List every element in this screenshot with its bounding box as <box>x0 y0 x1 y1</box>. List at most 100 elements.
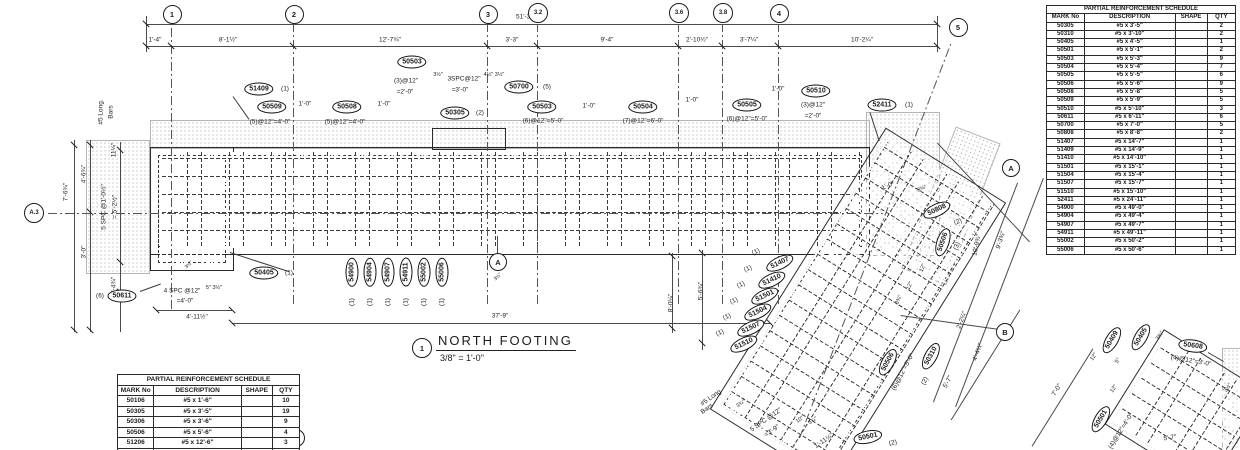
schedule-cell <box>240 405 273 417</box>
schedule-row: 50503#5 x 5'-3"9 <box>1046 54 1237 65</box>
spacing-note: (7)@12"=6'-0" <box>622 117 664 125</box>
grid-bubble: 1 <box>412 338 432 358</box>
schedule-cell: 50506 <box>116 426 155 438</box>
schedule-cell <box>1174 96 1208 106</box>
schedule-row: 51407#5 x 14'-7"1 <box>1046 137 1237 148</box>
dim-label: 10" <box>794 415 806 425</box>
qty-ref: (2) <box>920 375 930 387</box>
qty-ref: (1) <box>438 298 446 306</box>
dim-label: 10'-9¾" <box>971 233 983 257</box>
grid-bubble: 3.6 <box>669 3 689 23</box>
grid-bubble: 1 <box>162 4 182 24</box>
qty-ref: (5) <box>543 83 551 91</box>
schedule-cell: 1 <box>1206 187 1237 197</box>
schedule-cell <box>1174 154 1208 164</box>
schedule-cell: 51407 <box>1046 137 1085 148</box>
tick-mark <box>533 42 541 50</box>
schedule-row: 50700#5 x 7'-0"5 <box>1046 121 1237 131</box>
schedule-cell: 51409 <box>1046 146 1085 156</box>
schedule-cell: 50611 <box>1046 112 1085 123</box>
rebar-mark-callout: 50503 <box>397 55 427 69</box>
qty-ref: (2) <box>888 438 898 448</box>
schedule-cell: 1 <box>1206 245 1237 255</box>
dim-label: 5'-6¾" <box>697 281 705 301</box>
schedule-cell <box>240 395 273 407</box>
rebar-grid <box>160 152 860 248</box>
dim-label: 4½" 3½" <box>483 72 505 78</box>
grid-line-1 <box>171 24 172 309</box>
schedule-cell <box>1174 179 1208 189</box>
qty-ref: (1) <box>366 298 374 306</box>
schedule-cell: 52411 <box>1046 195 1085 206</box>
schedule-cell: #5 x 12'-6" <box>153 437 242 449</box>
dim-label: 3½" <box>183 259 195 271</box>
tick-mark <box>668 252 676 260</box>
grid-line-3 <box>487 24 488 304</box>
dim-label: 4'-6¾" <box>80 164 88 184</box>
schedule-cell: 51507 <box>1046 179 1085 189</box>
dim-ext <box>146 16 147 52</box>
schedule-cell: 1 <box>1206 38 1237 48</box>
tick-mark <box>116 258 124 266</box>
dim-label: 12" <box>918 263 928 273</box>
note-label: Bars <box>107 105 115 119</box>
dim-line-right <box>702 250 703 350</box>
dim-label: 5" 3½" <box>205 285 223 291</box>
dim-label: 3¾" <box>1154 330 1166 342</box>
schedule-cell: 50305 <box>1046 21 1085 31</box>
schedule-cell <box>1174 29 1208 40</box>
dim-label: 4'-11½" <box>186 313 208 321</box>
dim-label: 51'-3½" <box>516 13 538 21</box>
dim-line-right <box>672 253 673 333</box>
schedule-cell: 5 <box>1206 121 1237 131</box>
schedule-header: DESCRIPTION <box>1083 13 1176 23</box>
spacing-note: =2'-0" <box>804 112 822 120</box>
schedule-cell <box>1174 87 1208 98</box>
spacing-note: (5)@12"=4'-0" <box>249 118 291 126</box>
qty-ref: (1) <box>420 298 428 306</box>
spacing-note: (5)@12"=4'-0" <box>324 118 366 126</box>
dim-label: 3¾" <box>735 398 747 410</box>
schedule-cell: 7 <box>1206 63 1237 73</box>
schedule-cell: #5 x 49'-4" <box>1083 212 1176 222</box>
schedule-cell <box>240 426 273 438</box>
schedule-cell: 51206 <box>116 437 155 449</box>
schedule-row: 51501#5 x 15'-1"1 <box>1046 162 1237 172</box>
qty-ref: (1) <box>402 298 410 306</box>
tick-mark <box>933 20 941 28</box>
schedule-header: SHAPE <box>1174 13 1208 23</box>
spacing-note: =3'-0" <box>451 86 469 94</box>
schedule-cell: #5 x 15'-7" <box>1083 179 1176 189</box>
schedule-cell: #5 x 15'-4" <box>1083 170 1176 181</box>
schedule-cell <box>1174 146 1208 156</box>
tick-mark <box>718 42 726 50</box>
dim-line-bottom <box>232 323 770 324</box>
schedule-cell: #5 x 49'-11" <box>1083 228 1176 239</box>
title-underline <box>436 350 576 352</box>
schedule-cell <box>1174 21 1208 31</box>
qty-ref: (1) <box>714 328 726 338</box>
schedule-cell: #5 x 24'-11" <box>1083 195 1176 206</box>
drawing-title: NORTH FOOTING <box>438 333 573 348</box>
schedule-cell: 50505 <box>1046 71 1085 81</box>
schedule-cell: 2 <box>1206 46 1237 56</box>
rebar-mark-callout: 50700 <box>504 80 534 94</box>
schedule-row: 50509#5 x 5'-9"5 <box>1046 96 1237 106</box>
drawing-scale: 3/8" = 1'-0" <box>440 353 484 363</box>
schedule-cell: 50700 <box>1046 121 1085 131</box>
schedule-row: 50405#5 x 4'-5"1 <box>1046 38 1237 48</box>
schedule-row: 50306#5 x 3'-6"9 <box>116 416 301 428</box>
dim-line-left <box>120 142 121 332</box>
schedule-row: 50106#5 x 1'-6"10 <box>116 395 301 407</box>
schedule-cell: 51501 <box>1046 162 1085 172</box>
rebar-mark-callout: 52411 <box>867 98 897 112</box>
dim-label: 1'-0" <box>685 96 699 104</box>
schedule-cell: 1 <box>1206 204 1237 214</box>
qty-ref: (6) <box>96 292 104 300</box>
tick-mark <box>86 326 94 334</box>
schedule-cell: #5 x 5'-9" <box>1083 96 1176 106</box>
schedule-row: 50510#5 x 5'-10"3 <box>1046 104 1237 114</box>
rebar-mark-callout: 50305 <box>440 106 470 120</box>
schedule-cell: #5 x 50'-6" <box>1083 245 1176 255</box>
